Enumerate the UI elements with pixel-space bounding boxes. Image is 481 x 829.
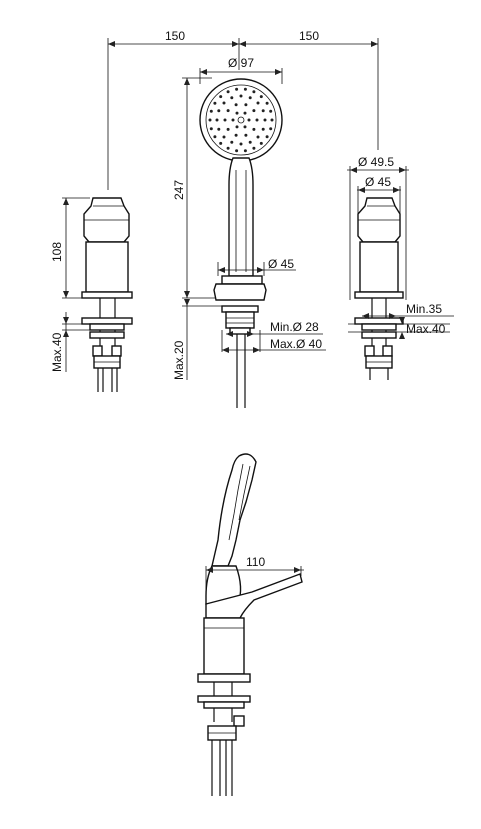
spray-nozzle [219, 95, 223, 99]
spray-nozzle [234, 103, 238, 107]
spray-nozzle [226, 127, 230, 131]
spray-nozzle [209, 109, 213, 113]
spray-nozzle [243, 87, 247, 91]
spray-nozzle [265, 135, 269, 139]
spray-nozzle [243, 149, 247, 153]
spray-nozzles [208, 87, 274, 153]
spray-nozzle [252, 90, 256, 94]
spray-nozzle [261, 109, 265, 113]
right-inner-diameter-label: Ø 45 [365, 175, 391, 189]
spray-nozzle [259, 141, 263, 145]
spray-nozzle [243, 111, 247, 115]
spray-nozzle [256, 135, 260, 139]
side-view-assembly [197, 453, 303, 796]
spray-nozzle [215, 118, 219, 122]
spray-nozzle [247, 118, 251, 122]
spray-nozzle [243, 125, 247, 129]
left-valve-dimensions: 108 Max.40 [50, 197, 90, 372]
min-hole-label: Min.Ø 28 [270, 320, 319, 334]
spray-nozzle [256, 101, 260, 105]
spray-nozzle [226, 90, 230, 94]
spray-nozzle [265, 101, 269, 105]
spray-nozzle [252, 146, 256, 150]
hand-shower-front [199, 78, 283, 408]
spray-nozzle [244, 103, 248, 107]
left-spacing-label: 150 [165, 29, 185, 43]
handset-height-label: 247 [172, 180, 186, 200]
spray-nozzle [252, 127, 256, 131]
spray-nozzle [270, 118, 274, 122]
spray-nozzle [263, 118, 267, 122]
spray-nozzle [239, 142, 243, 146]
spray-nozzle [269, 109, 273, 113]
right-outer-diameter-label: Ø 49.5 [358, 155, 394, 169]
spray-nozzle [235, 149, 239, 153]
top-spacing-dimensions: 150 150 [107, 29, 379, 190]
center-nozzle [237, 116, 245, 124]
head-diameter-label: Ø 97 [228, 56, 254, 70]
spray-nozzle [255, 118, 259, 122]
spray-nozzle [226, 109, 230, 113]
lever-length-label: 110 [246, 555, 265, 569]
spray-nozzle [244, 133, 248, 137]
max-left-label: Max.40 [50, 332, 64, 372]
spray-nozzle [208, 118, 212, 122]
spray-nozzle [261, 127, 265, 131]
max-center-label: Max.20 [172, 340, 186, 380]
spray-nozzle [226, 146, 230, 150]
max-right-label: Max.40 [406, 322, 446, 336]
min-right-label: Min.35 [406, 302, 442, 316]
spray-nozzle [234, 133, 238, 137]
left-valve [81, 197, 133, 392]
spray-nozzle [223, 118, 227, 122]
left-body-height-label: 108 [50, 242, 64, 262]
spray-nozzle [235, 87, 239, 91]
spray-nozzle [213, 135, 217, 139]
spray-nozzle [222, 135, 226, 139]
spray-nozzle [248, 96, 252, 100]
spray-nozzle [269, 127, 273, 131]
spray-nozzle [230, 140, 234, 144]
spray-nozzle [217, 109, 221, 113]
lever-dimension: 110 [205, 555, 304, 590]
spray-nozzle [239, 94, 243, 98]
spray-nozzle [217, 127, 221, 131]
spray-nozzle [219, 141, 223, 145]
right-valve [354, 197, 404, 380]
spray-nozzle [252, 109, 256, 113]
spray-nozzle [235, 125, 239, 129]
spray-nozzle [259, 95, 263, 99]
base-diameter-label: Ø 45 [268, 257, 294, 271]
spray-nozzle [230, 96, 234, 100]
spray-nozzle [209, 127, 213, 131]
spray-nozzle [222, 101, 226, 105]
max-hole-label: Max.Ø 40 [270, 337, 322, 351]
right-valve-dimensions: Ø 49.5 Ø 45 Min.35 Max.40 [347, 155, 454, 339]
spray-nozzle [213, 101, 217, 105]
spray-nozzle [248, 140, 252, 144]
spray-nozzle [231, 118, 235, 122]
hand-shower-dimensions: Ø 97 247 Max.20 Ø 45 Min.Ø 28 Max.Ø 40 [172, 56, 326, 380]
right-spacing-label: 150 [299, 29, 319, 43]
spray-nozzle [235, 111, 239, 115]
